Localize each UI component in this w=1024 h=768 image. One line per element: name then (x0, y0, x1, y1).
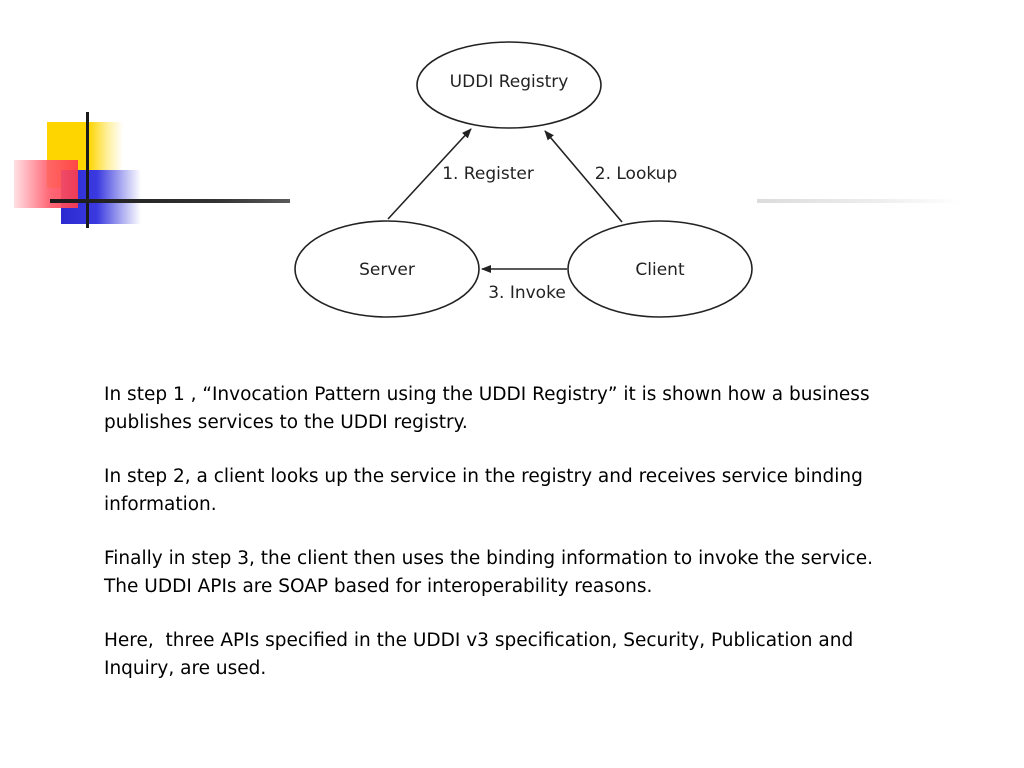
lookup-arrow (544, 130, 623, 223)
uddi-invocation-diagram: UDDI Registry Server Client 1. Register … (294, 41, 753, 318)
registry-node-label: UDDI Registry (450, 72, 569, 92)
server-node-label: Server (359, 260, 415, 280)
body-text: In step 1 , “Invocation Pattern using th… (104, 381, 894, 709)
paragraph-step-2: In step 2, a client looks up the service… (104, 466, 869, 515)
server-node: Server (294, 220, 480, 318)
paragraph-step-3: Finally in step 3, the client then uses … (104, 548, 879, 597)
paragraph-apis: Here, three APIs specified in the UDDI v… (104, 630, 860, 679)
paragraph-step-1: In step 1 , “Invocation Pattern using th… (104, 384, 876, 433)
decorative-horizontal-line-right (757, 199, 962, 203)
lookup-label: 2. Lookup (595, 164, 678, 184)
register-arrow (387, 128, 472, 220)
client-node: Client (567, 220, 753, 318)
register-label: 1. Register (442, 164, 534, 184)
client-node-label: Client (635, 260, 685, 280)
invoke-label: 3. Invoke (488, 283, 566, 303)
decorative-vertical-line (86, 112, 89, 228)
decorative-horizontal-line-left (50, 199, 290, 203)
registry-node: UDDI Registry (416, 41, 602, 129)
